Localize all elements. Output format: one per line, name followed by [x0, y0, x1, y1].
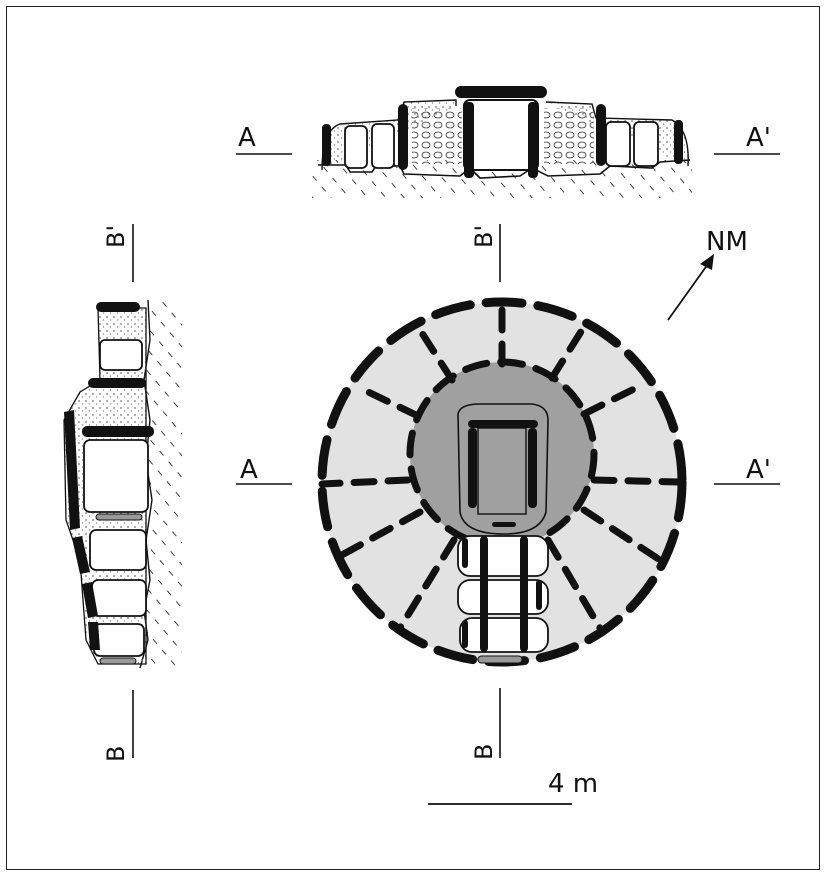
chamber-a	[463, 99, 539, 171]
label-b-prime-side: B'	[102, 225, 130, 248]
section-a-profile	[312, 86, 692, 198]
label-a-plan-left: A	[240, 455, 258, 485]
fill-pebbles-left	[412, 108, 462, 164]
label-a-top-right: A'	[746, 123, 771, 153]
north-arrow-icon	[667, 254, 714, 321]
plan-view	[317, 297, 687, 667]
fill-pebbles-right	[544, 108, 594, 164]
label-b-prime-plan: B'	[470, 225, 498, 248]
capstone	[455, 86, 547, 98]
label-b-side: B	[102, 746, 130, 762]
section-b-profile	[63, 299, 182, 669]
north-label: NM	[706, 227, 748, 257]
label-a-plan-right: A'	[746, 455, 771, 485]
label-b-plan: B	[470, 744, 498, 760]
inner-mound	[410, 362, 594, 546]
radial-walls	[318, 302, 684, 632]
scale-label: 4 m	[548, 769, 598, 799]
label-a-top-left: A	[238, 123, 256, 153]
